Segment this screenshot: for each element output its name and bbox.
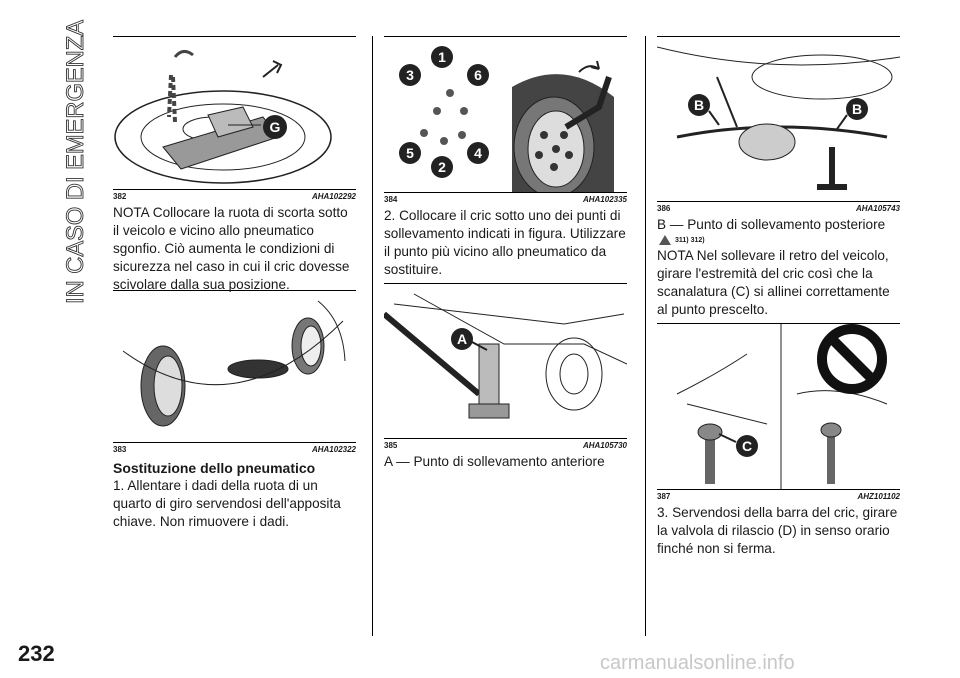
section-heading: Sostituzione dello pneumatico xyxy=(113,460,316,476)
column-2: 1 2 3 4 5 6 384 AHA102335 2. Collocare i… xyxy=(384,36,627,471)
figure-number: 386 xyxy=(657,204,671,213)
section-title-text: IN CASO DI EMERGENZA xyxy=(62,20,88,304)
figure-number: 384 xyxy=(384,195,398,204)
figure-387: C xyxy=(657,324,900,489)
figure-caption: 387 AHZ101102 xyxy=(657,490,900,504)
figure-386: B B xyxy=(657,37,900,201)
note-text: NOTA Nel sollevare il retro del veicolo,… xyxy=(657,248,890,317)
caption-b-text: B — Punto di sollevamento posteriore xyxy=(657,217,886,232)
figure-number: 383 xyxy=(113,445,127,454)
column-1: G 382 AHA102292 NOTA Collocare la ruota … xyxy=(113,36,356,531)
warning-references: 311) 312) xyxy=(659,235,900,245)
section-title: IN CASO DI EMERGENZA xyxy=(62,16,90,306)
figure-caption: 384 AHA102335 xyxy=(384,193,627,207)
column-divider xyxy=(645,36,646,636)
wheel-removed-illustration xyxy=(122,300,346,427)
page-number: 232 xyxy=(18,641,55,666)
figure-code: AHA102322 xyxy=(311,445,356,454)
callout-6: 6 xyxy=(474,67,482,83)
figure-code: AHA105730 xyxy=(582,441,627,450)
figure-number: 387 xyxy=(657,492,671,501)
callout-4: 4 xyxy=(474,145,482,161)
figure-384: 1 2 3 4 5 6 xyxy=(384,37,627,192)
jack-orientation-illustration: C xyxy=(676,324,888,489)
warning-refs-text: 311) 312) xyxy=(675,236,705,244)
callout-5: 5 xyxy=(406,145,414,161)
callout-a: A xyxy=(457,331,467,347)
figure-number: 385 xyxy=(384,441,398,450)
callout-b: B xyxy=(694,97,704,113)
callout-3: 3 xyxy=(406,67,414,83)
watermark: carmanualsonline.info xyxy=(600,652,795,674)
figure-caption: 385 AHA105730 xyxy=(384,439,627,453)
figure-383 xyxy=(113,291,356,442)
figure-382: G xyxy=(113,37,356,189)
callout-1: 1 xyxy=(438,49,446,65)
step-1-text: 1. Allentare i dadi della ruota di un qu… xyxy=(113,478,341,529)
spare-wheel-illustration: G xyxy=(114,50,332,184)
step-2-text: 2. Collocare il cric sotto uno dei punti… xyxy=(384,208,626,277)
figure-number: 382 xyxy=(113,192,127,201)
prohibited-icon xyxy=(817,324,887,394)
callout-g: G xyxy=(270,119,281,135)
callout-c: C xyxy=(742,438,752,454)
caption-a-text: A — Punto di sollevamento anteriore xyxy=(384,454,605,469)
warning-icon xyxy=(659,235,671,245)
step-3-text: 3. Servendosi della barra del cric, gira… xyxy=(657,505,898,556)
figure-caption: 383 AHA102322 xyxy=(113,443,356,457)
rear-jack-point-illustration: B B xyxy=(657,46,900,190)
figure-caption: 386 AHA105743 xyxy=(657,202,900,216)
column-3: B B 386 AHA105743 B — Punto di sollevame… xyxy=(657,36,900,558)
figure-code: AHZ101102 xyxy=(857,492,900,501)
figure-caption: 382 AHA102292 xyxy=(113,190,356,204)
callout-b: B xyxy=(852,101,862,117)
figure-code: AHA102335 xyxy=(582,195,627,204)
figure-385: A xyxy=(384,284,627,438)
callout-2: 2 xyxy=(438,159,446,175)
figure-code: AHA105743 xyxy=(855,204,900,213)
note-text: NOTA Collocare la ruota di scorta sotto … xyxy=(113,205,350,292)
figure-code: AHA102292 xyxy=(311,192,356,201)
lug-nut-sequence-illustration: 1 2 3 4 5 6 xyxy=(399,46,614,192)
column-divider xyxy=(372,36,373,636)
front-jack-point-illustration: A xyxy=(384,293,627,419)
